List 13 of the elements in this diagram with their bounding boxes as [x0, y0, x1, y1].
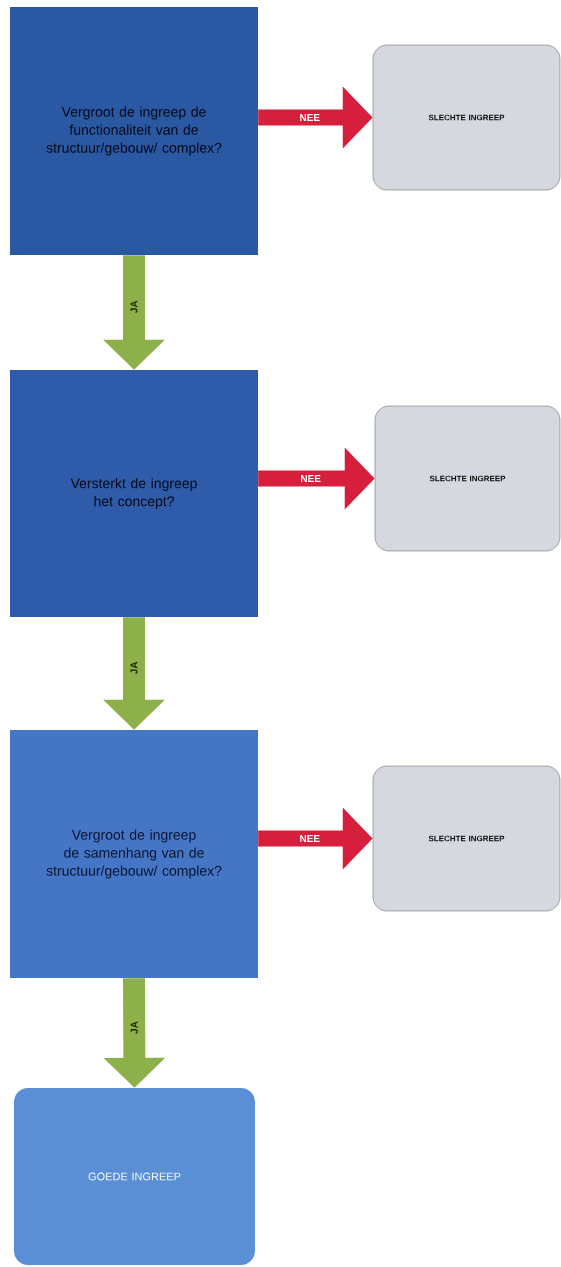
outcome-box: SLECHTE INGREEP	[372, 765, 561, 912]
edge-label: JA	[129, 660, 139, 676]
outcome-box: GOEDE INGREEP	[14, 1088, 255, 1265]
outcome-box: SLECHTE INGREEP	[372, 44, 561, 191]
edge-label: NEE	[298, 113, 321, 122]
edge-label: JA	[129, 299, 139, 315]
edge-label: NEE	[299, 474, 322, 483]
outcome-box: SLECHTE INGREEP	[374, 405, 561, 552]
question-box: Vergroot de ingreep de functionaliteit van de structuur/gebouw/ complex?	[10, 7, 258, 255]
question-box: Vergroot de ingreep de samenhang van de structuur/gebouw/ complex?	[10, 730, 258, 978]
edge-label: JA	[129, 1020, 139, 1035]
edge-label: NEE	[298, 834, 321, 843]
question-box: Versterkt de ingreep het concept?	[10, 370, 258, 617]
